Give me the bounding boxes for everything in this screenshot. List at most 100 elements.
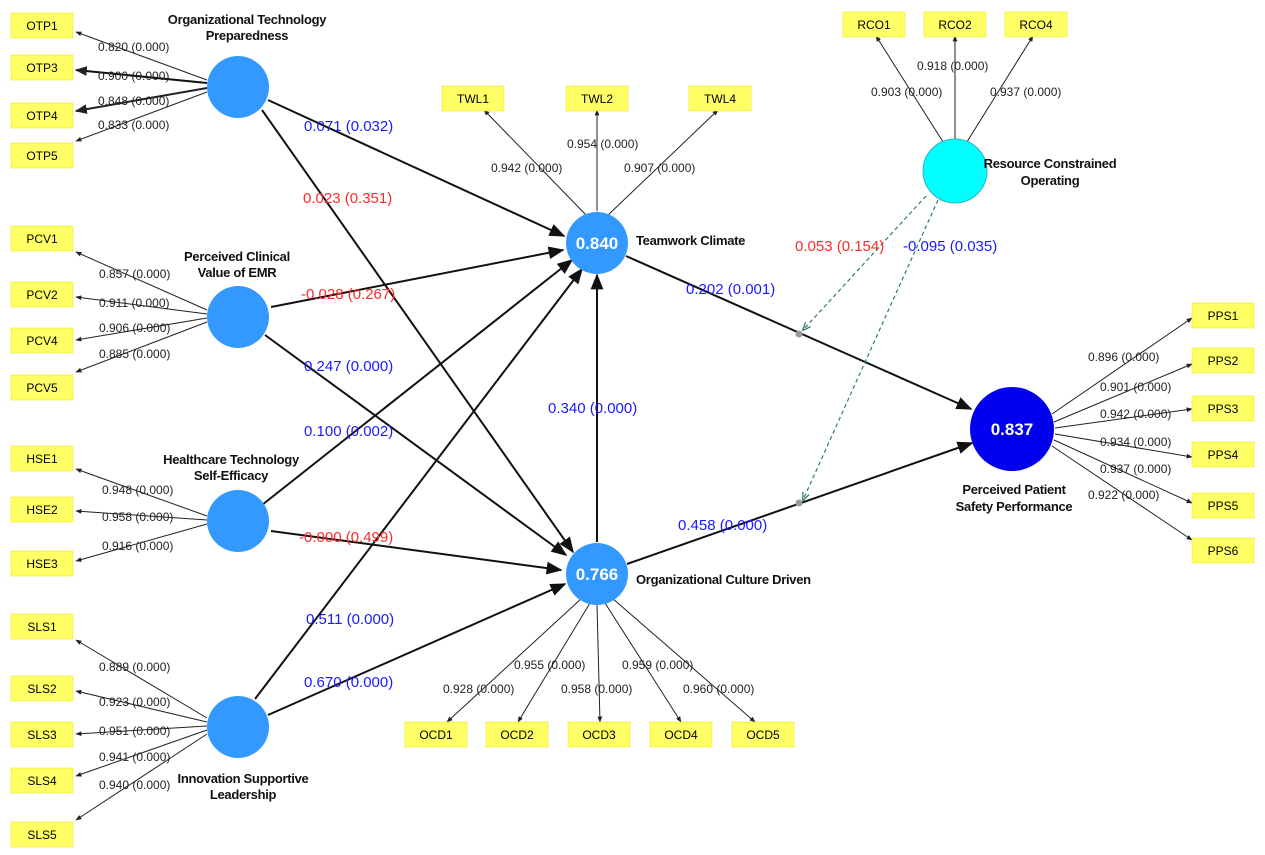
svg-text:PCV1: PCV1	[26, 232, 58, 246]
indicator-ocd5[interactable]: OCD5	[731, 721, 795, 748]
loading-sls4: 0.941 (0.000)	[99, 750, 170, 764]
construct-name-otp-line1: Organizational Technology	[168, 12, 327, 27]
r2-pps: 0.837	[991, 420, 1034, 439]
loading-pcv2: 0.911 (0.000)	[99, 296, 170, 310]
svg-text:PPS1: PPS1	[1208, 309, 1239, 323]
indicator-pps1[interactable]: PPS1	[1191, 302, 1255, 329]
construct-rco[interactable]	[922, 138, 988, 204]
loading-otp5: 0.833 (0.000)	[98, 118, 169, 132]
indicator-sls4[interactable]: SLS4	[10, 767, 74, 794]
indicator-ocd3[interactable]: OCD3	[567, 721, 631, 748]
indicator-hse3[interactable]: HSE3	[10, 550, 74, 577]
indicator-pps6[interactable]: PPS6	[1191, 537, 1255, 564]
loading-ocd3: 0.958 (0.000)	[561, 682, 632, 696]
construct-pps[interactable]	[970, 387, 1054, 471]
indicator-ocd4[interactable]: OCD4	[649, 721, 713, 748]
coef-rco-mod-twl: 0.053 (0.154)	[795, 238, 884, 255]
indicator-twl1[interactable]: TWL1	[441, 85, 505, 112]
indicator-otp3[interactable]: OTP3	[10, 54, 74, 81]
indicator-pps3[interactable]: PPS3	[1191, 395, 1255, 422]
indicator-sls2[interactable]: SLS2	[10, 675, 74, 702]
coef-sls-twl: 0.511 (0.000)	[306, 611, 394, 628]
coef-pcv-ocd: 0.247 (0.000)	[304, 358, 393, 375]
svg-text:OCD5: OCD5	[746, 728, 780, 742]
construct-name-sls-line1: Innovation Supportive	[178, 771, 309, 786]
construct-names: Organizational Technology Preparedness P…	[163, 12, 1117, 802]
indicator-hse1[interactable]: HSE1	[10, 445, 74, 472]
loading-sls5: 0.940 (0.000)	[99, 778, 170, 792]
moderation-rco-ocd	[803, 199, 939, 500]
indicator-twl2[interactable]: TWL2	[565, 85, 629, 112]
indicator-rco1[interactable]: RCO1	[842, 11, 906, 38]
svg-text:OTP5: OTP5	[26, 149, 58, 163]
coef-pcv-twl: -0.028 (0.267)	[301, 286, 395, 303]
indicator-twl4[interactable]: TWL4	[688, 85, 752, 112]
path-sls-ocd	[267, 583, 567, 716]
svg-text:TWL2: TWL2	[581, 92, 613, 106]
indicator-otp4[interactable]: OTP4	[10, 102, 74, 129]
indicator-rco2[interactable]: RCO2	[923, 11, 987, 38]
indicator-pps4[interactable]: PPS4	[1191, 441, 1255, 468]
construct-name-sls-line2: Leadership	[210, 787, 277, 802]
construct-name-pcv-line1: Perceived Clinical	[184, 249, 290, 264]
coef-otp-twl: 0.071 (0.032)	[304, 118, 393, 135]
loading-hse2: 0.958 (0.000)	[102, 510, 173, 524]
svg-text:OCD2: OCD2	[500, 728, 534, 742]
indicator-pps5[interactable]: PPS5	[1191, 492, 1255, 519]
loading-ocd1: 0.928 (0.000)	[443, 682, 514, 696]
loading-rco4: 0.937 (0.000)	[990, 85, 1061, 99]
indicator-pcv4[interactable]: PCV4	[10, 327, 74, 354]
loading-otp1: 0.820 (0.000)	[98, 40, 169, 54]
coef-ocd-pps: 0.458 (0.000)	[678, 517, 767, 534]
svg-text:OCD4: OCD4	[664, 728, 698, 742]
svg-text:OCD1: OCD1	[419, 728, 453, 742]
indicator-sls5[interactable]: SLS5	[10, 821, 74, 848]
coef-hse-ocd: -0.000 (0.499)	[299, 529, 393, 546]
construct-name-pcv-line2: Value of EMR	[198, 265, 278, 280]
indicator-sls1[interactable]: SLS1	[10, 613, 74, 640]
construct-ocd[interactable]	[566, 543, 628, 605]
svg-text:RCO2: RCO2	[938, 18, 972, 32]
interaction-point-twl	[795, 330, 803, 338]
construct-hse[interactable]	[207, 490, 269, 552]
construct-name-otp-line2: Preparedness	[206, 28, 288, 43]
construct-otp[interactable]	[207, 56, 269, 118]
indicator-pcv5[interactable]: PCV5	[10, 374, 74, 401]
svg-text:PCV5: PCV5	[26, 381, 58, 395]
indicator-otp5[interactable]: OTP5	[10, 142, 74, 169]
indicator-rco4[interactable]: RCO4	[1004, 11, 1068, 38]
indicator-sls3[interactable]: SLS3	[10, 721, 74, 748]
construct-name-twl: Teamwork Climate	[636, 233, 745, 248]
construct-sls[interactable]	[207, 696, 269, 758]
svg-text:RCO4: RCO4	[1019, 18, 1053, 32]
outer-loadings: 0.820 (0.000) 0.900 (0.000) 0.848 (0.000…	[98, 40, 1171, 792]
construct-name-ocd: Organizational Culture Driven	[636, 572, 811, 587]
loading-otp4: 0.848 (0.000)	[98, 94, 169, 108]
svg-text:TWL4: TWL4	[704, 92, 736, 106]
construct-pcv[interactable]	[207, 286, 269, 348]
indicator-hse2[interactable]: HSE2	[10, 496, 74, 523]
path-hse-ocd	[270, 530, 563, 575]
loading-sls2: 0.923 (0.000)	[99, 695, 170, 709]
coef-rco-mod-ocd: -0.095 (0.035)	[903, 238, 997, 255]
path-hse-twl	[261, 259, 574, 506]
loading-pps1: 0.896 (0.000)	[1088, 350, 1159, 364]
svg-text:SLS1: SLS1	[27, 620, 57, 634]
loading-sls1: 0.889 (0.000)	[99, 660, 170, 674]
svg-text:PCV2: PCV2	[26, 288, 58, 302]
r2-ocd: 0.766	[576, 565, 619, 584]
indicator-otp1[interactable]: OTP1	[10, 12, 74, 39]
construct-twl[interactable]	[566, 212, 628, 274]
indicator-ocd1[interactable]: OCD1	[404, 721, 468, 748]
indicator-ocd2[interactable]: OCD2	[485, 721, 549, 748]
construct-name-pps-line2: Safety Performance	[956, 499, 1073, 514]
indicator-pcv1[interactable]: PCV1	[10, 225, 74, 252]
svg-text:SLS2: SLS2	[27, 682, 57, 696]
construct-name-pps-line1: Perceived Patient	[962, 482, 1066, 497]
indicator-pps2[interactable]: PPS2	[1191, 347, 1255, 374]
coef-hse-twl: 0.100 (0.002)	[304, 423, 393, 440]
construct-name-hse-line2: Self-Efficacy	[194, 468, 269, 483]
constructs: 0.840 0.766 0.837	[207, 56, 1054, 758]
indicator-pcv2[interactable]: PCV2	[10, 281, 74, 308]
loading-pcv1: 0.857 (0.000)	[99, 267, 170, 281]
